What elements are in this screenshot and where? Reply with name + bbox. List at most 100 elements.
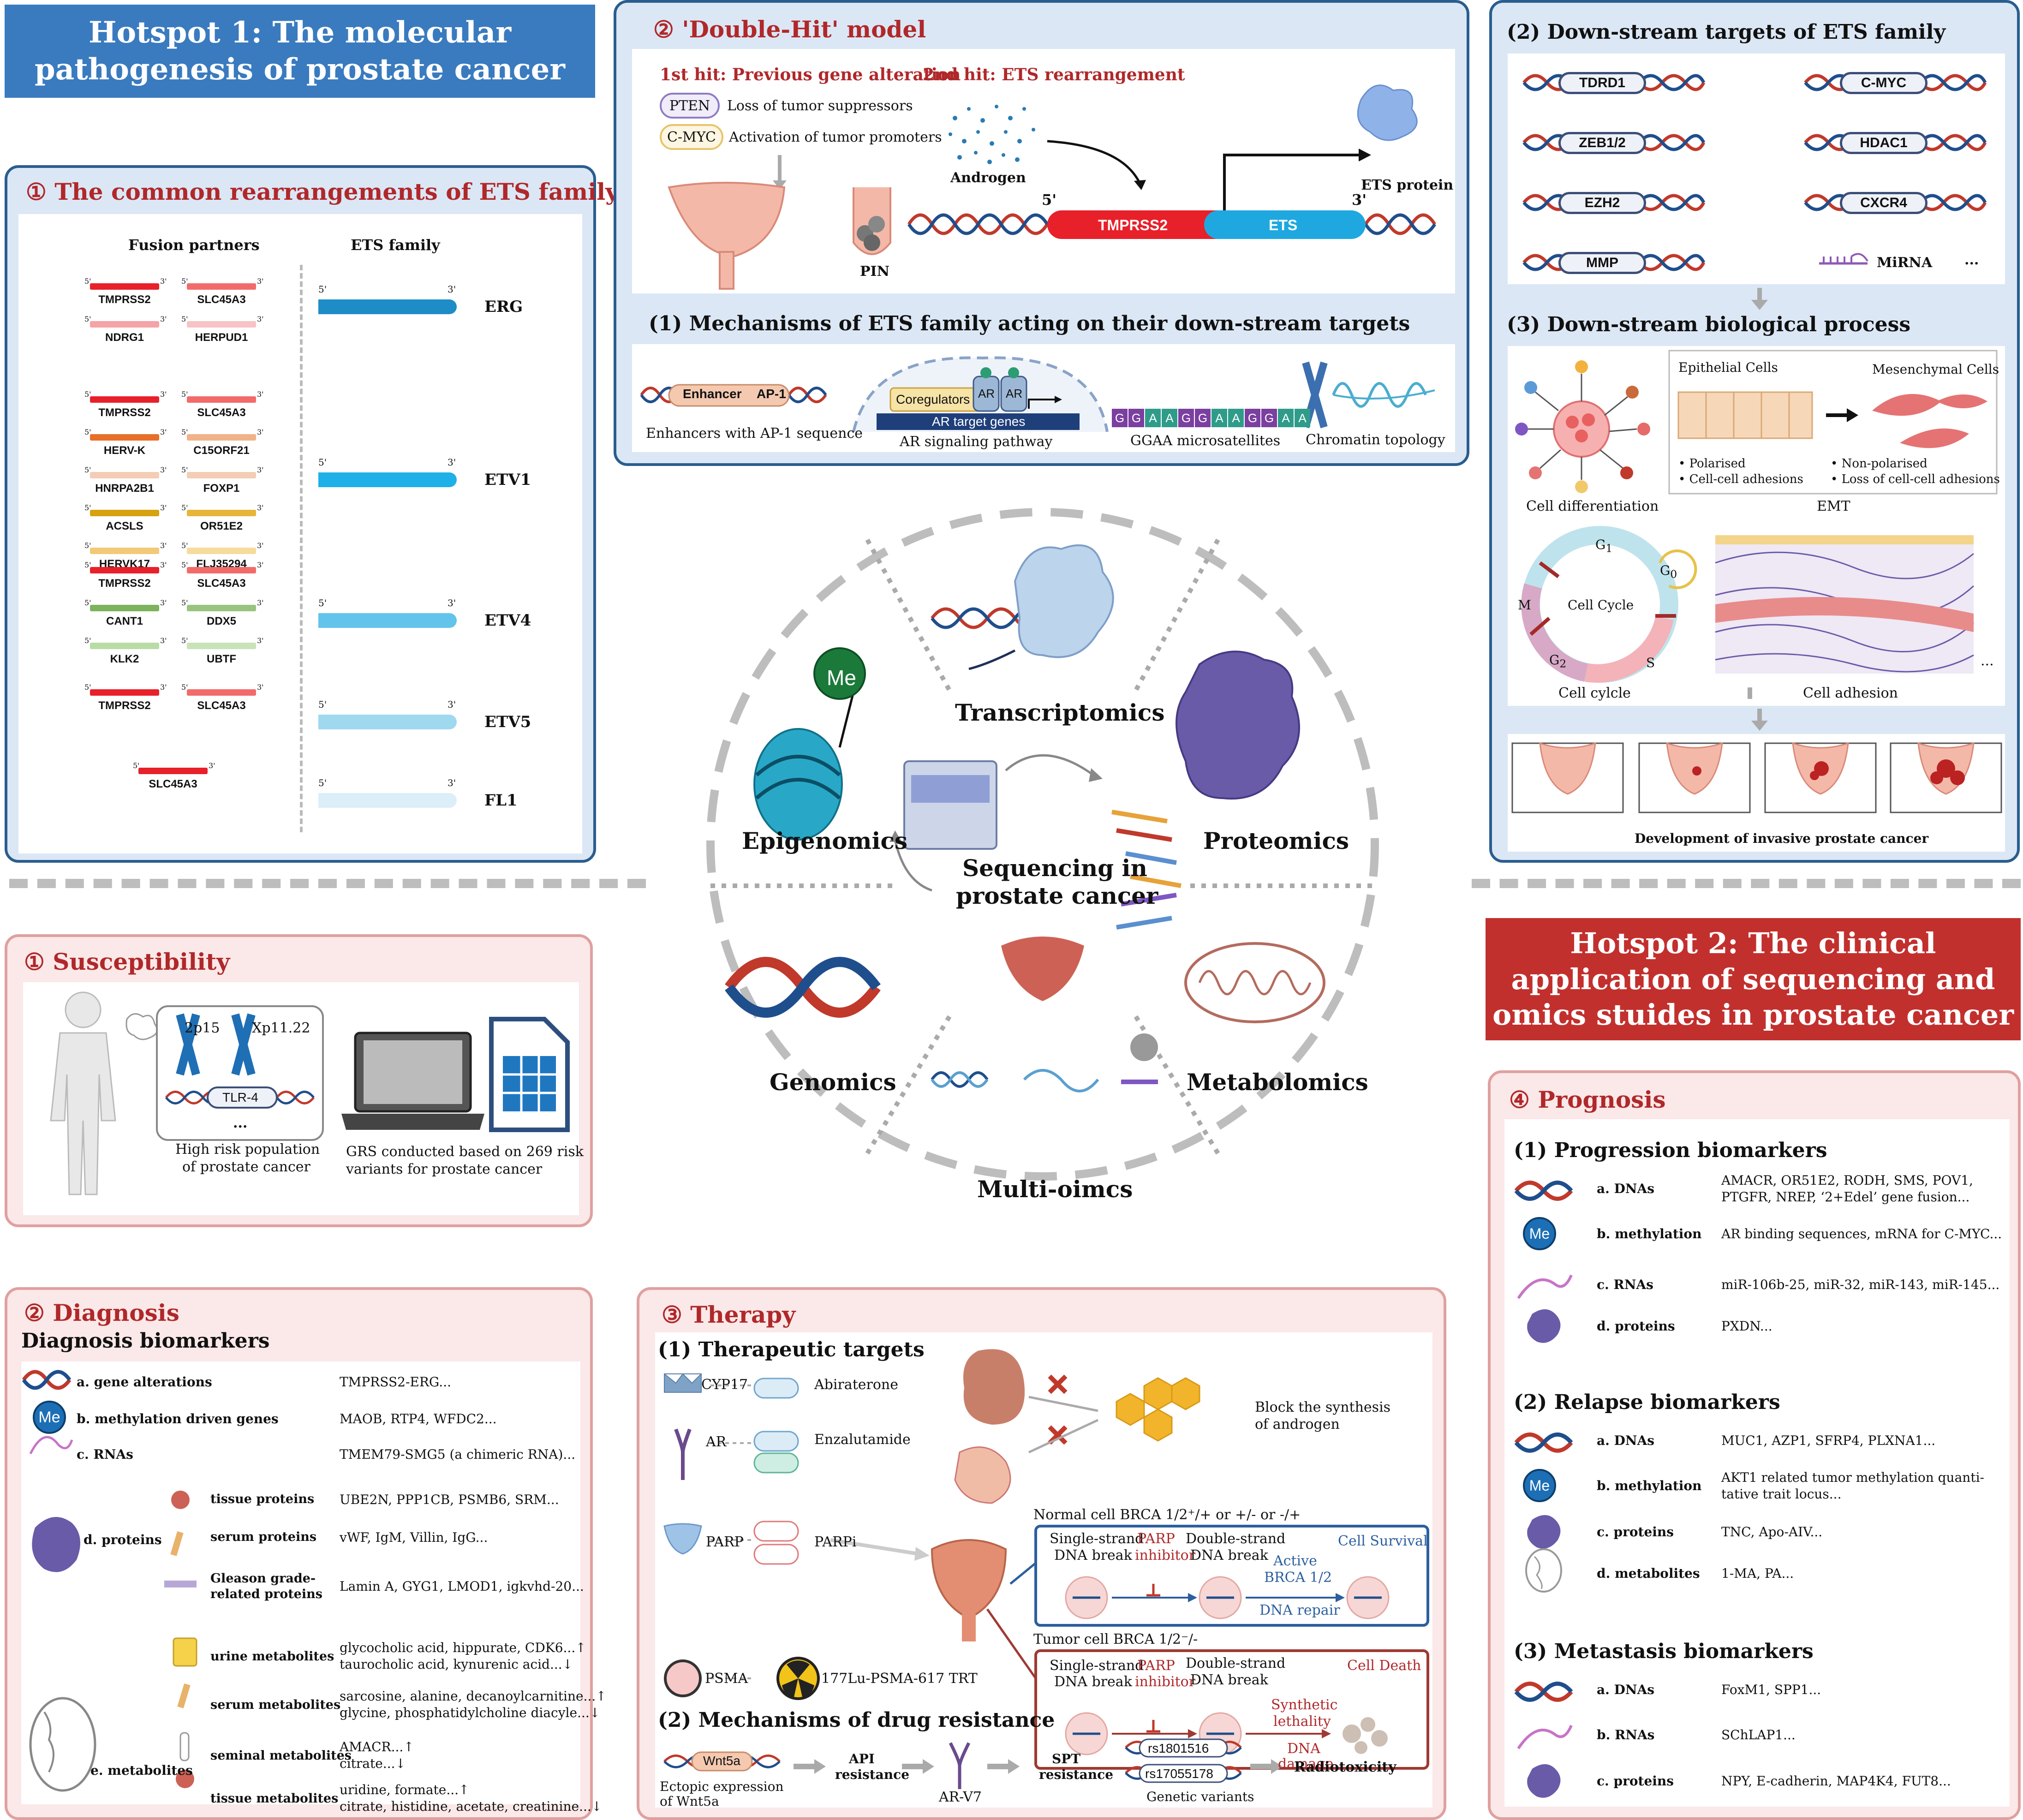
fusion-bar[interactable] xyxy=(187,689,256,696)
diag-metabolites-label[interactable]: e. metabolites xyxy=(90,1763,193,1778)
fusion-partner-label[interactable]: CANT1 xyxy=(106,615,143,627)
bar-5prime[interactable]: 5' xyxy=(84,315,91,323)
ets-name-label[interactable]: ETV1 xyxy=(484,471,531,489)
diag-metab-up[interactable]: uridine, formate...↑ xyxy=(340,1782,470,1797)
bar-5prime[interactable]: 5' xyxy=(181,465,188,474)
prog-row-label[interactable]: a. DNAs xyxy=(1597,1682,1655,1697)
fusion-bar[interactable] xyxy=(90,396,159,403)
fusion-bar[interactable] xyxy=(90,321,159,328)
fusion-partner-label[interactable]: TMPRSS2 xyxy=(98,406,151,419)
bar-3prime[interactable]: 3' xyxy=(160,465,167,474)
fusion-bar[interactable] xyxy=(90,510,159,516)
fusion-partner-label[interactable]: HNRPA2B1 xyxy=(95,482,154,495)
ggaa-base[interactable]: G xyxy=(1112,409,1128,427)
me-icon[interactable]: Me xyxy=(1523,1217,1556,1250)
fusion-bar[interactable] xyxy=(90,548,159,554)
bar-5prime[interactable]: 5' xyxy=(181,541,188,550)
fusion-partner-label[interactable]: OR51E2 xyxy=(200,520,243,532)
fusion-bar[interactable] xyxy=(187,567,256,573)
diag-metab-label[interactable]: tissue metabolites xyxy=(210,1791,339,1806)
bar-5prime[interactable]: 5' xyxy=(181,315,188,323)
diag-label[interactable]: c. RNAs xyxy=(77,1447,133,1462)
ets-bar[interactable] xyxy=(318,613,457,628)
prog-section-title[interactable]: (2) Relapse biomarkers xyxy=(1514,1390,1780,1414)
prog-row-label[interactable]: c. RNAs xyxy=(1597,1277,1653,1292)
bar-5prime[interactable]: 5' xyxy=(84,465,91,474)
bar-3prime[interactable]: 3' xyxy=(160,315,167,323)
prog-row-value[interactable]: AMACR, OR51E2, RODH, SMS, POV1, xyxy=(1721,1173,1973,1188)
ets-3prime[interactable]: 3' xyxy=(448,699,456,710)
target-pill[interactable]: HDAC1 xyxy=(1840,132,1928,154)
ggaa-base[interactable]: G xyxy=(1245,409,1260,427)
target-pill[interactable]: CXCR4 xyxy=(1840,192,1928,214)
bar-3prime[interactable]: 3' xyxy=(257,503,264,512)
ets-5prime[interactable]: 5' xyxy=(318,699,327,710)
prog-row-label[interactable]: b. methylation xyxy=(1597,1478,1702,1493)
bar-3prime[interactable]: 3' xyxy=(257,541,264,550)
fusion-partner-label[interactable]: DDX5 xyxy=(206,615,237,627)
diag-proteins-label[interactable]: d. proteins xyxy=(84,1532,162,1547)
bar-3prime[interactable]: 3' xyxy=(257,428,264,436)
fusion-bar[interactable] xyxy=(90,283,159,290)
bar-3prime[interactable]: 3' xyxy=(160,541,167,550)
ets-5prime[interactable]: 5' xyxy=(318,457,327,468)
ggaa-base[interactable]: G xyxy=(1195,409,1211,427)
ets-bar[interactable] xyxy=(318,793,457,808)
ggaa-base[interactable]: A xyxy=(1162,409,1177,427)
prog-row-value2[interactable]: tative trait locus... xyxy=(1721,1486,1842,1502)
bar-3prime[interactable]: 3' xyxy=(160,390,167,399)
ets-3prime[interactable]: 3' xyxy=(448,597,456,609)
bar-3prime[interactable]: 3' xyxy=(160,561,167,569)
prog-section-title[interactable]: (1) Progression biomarkers xyxy=(1514,1139,1827,1162)
fusion-partner-label[interactable]: C15ORF21 xyxy=(193,444,250,457)
bar-3prime[interactable]: 3' xyxy=(160,636,167,645)
prog-row-label[interactable]: d. proteins xyxy=(1597,1319,1675,1334)
diag-metab-up[interactable]: glycocholic acid, hippurate, CDK6...↑ xyxy=(340,1640,586,1655)
ggaa-base[interactable]: A xyxy=(1211,409,1227,427)
diag-value[interactable]: TMPRSS2-ERG... xyxy=(340,1374,452,1390)
bar-3prime[interactable]: 3' xyxy=(257,315,264,323)
fusion-partner-label[interactable]: SLC45A3 xyxy=(197,406,246,419)
prog-row-value[interactable]: AR binding sequences, mRNA for C-MYC... xyxy=(1721,1226,2002,1241)
target-pill[interactable]: EZH2 xyxy=(1558,192,1646,214)
diag-metab-down[interactable]: citrate...↓ xyxy=(340,1756,406,1771)
fusion-partner-label[interactable]: TMPRSS2 xyxy=(98,577,151,590)
prog-row-value[interactable]: FoxM1, SPP1... xyxy=(1721,1682,1821,1697)
bar-3prime[interactable]: 3' xyxy=(160,428,167,436)
prog-row-label[interactable]: c. proteins xyxy=(1597,1773,1674,1789)
fusion-bar[interactable] xyxy=(138,768,208,774)
bar-5prime[interactable]: 5' xyxy=(181,598,188,607)
fusion-partner-label[interactable]: FOXP1 xyxy=(203,482,240,495)
ets-3prime[interactable]: 3' xyxy=(448,777,456,788)
diag-metab-up[interactable]: sarcosine, alanine, decanoylcarnitine...… xyxy=(340,1689,607,1704)
bar-3prime[interactable]: 3' xyxy=(257,683,264,692)
bar-3prime[interactable]: 3' xyxy=(160,277,167,286)
prog-row-value[interactable]: NPY, E-cadherin, MAP4K4, FUT8... xyxy=(1721,1773,1951,1789)
diag-protein-value[interactable]: UBE2N, PPP1CB, PSMB6, SRM... xyxy=(340,1492,559,1507)
bar-5prime[interactable]: 5' xyxy=(133,761,140,770)
bar-3prime[interactable]: 3' xyxy=(257,390,264,399)
fusion-bar[interactable] xyxy=(187,321,256,328)
diag-protein-label[interactable]: serum proteins xyxy=(210,1530,317,1544)
bar-5prime[interactable]: 5' xyxy=(84,428,91,436)
ets-bar[interactable] xyxy=(318,299,457,314)
prog-row-value[interactable]: AKT1 related tumor methylation quanti- xyxy=(1721,1470,1984,1485)
bar-3prime[interactable]: 3' xyxy=(257,636,264,645)
fusion-bar[interactable] xyxy=(187,472,256,478)
ets-name-label[interactable]: ERG xyxy=(484,298,523,316)
ets-name-label[interactable]: ETV4 xyxy=(484,611,531,630)
prog-row-label[interactable]: c. proteins xyxy=(1597,1524,1674,1540)
ets-5prime[interactable]: 5' xyxy=(318,284,327,295)
fusion-bar[interactable] xyxy=(90,434,159,441)
fusion-partner-label[interactable]: TMPRSS2 xyxy=(98,293,151,306)
bar-5prime[interactable]: 5' xyxy=(84,636,91,645)
fusion-bar[interactable] xyxy=(187,643,256,649)
diag-value[interactable]: MAOB, RTP4, WFDC2... xyxy=(340,1411,497,1426)
fusion-partner-label[interactable]: SLC45A3 xyxy=(197,577,246,590)
diag-label[interactable]: a. gene alterations xyxy=(77,1374,212,1390)
bar-5prime[interactable]: 5' xyxy=(84,598,91,607)
ets-3prime[interactable]: 3' xyxy=(448,284,456,295)
diag-metab-label[interactable]: serum metabolites xyxy=(210,1698,341,1712)
diag-protein-label2[interactable]: related proteins xyxy=(210,1587,322,1601)
prog-row-label[interactable]: a. DNAs xyxy=(1597,1433,1655,1448)
